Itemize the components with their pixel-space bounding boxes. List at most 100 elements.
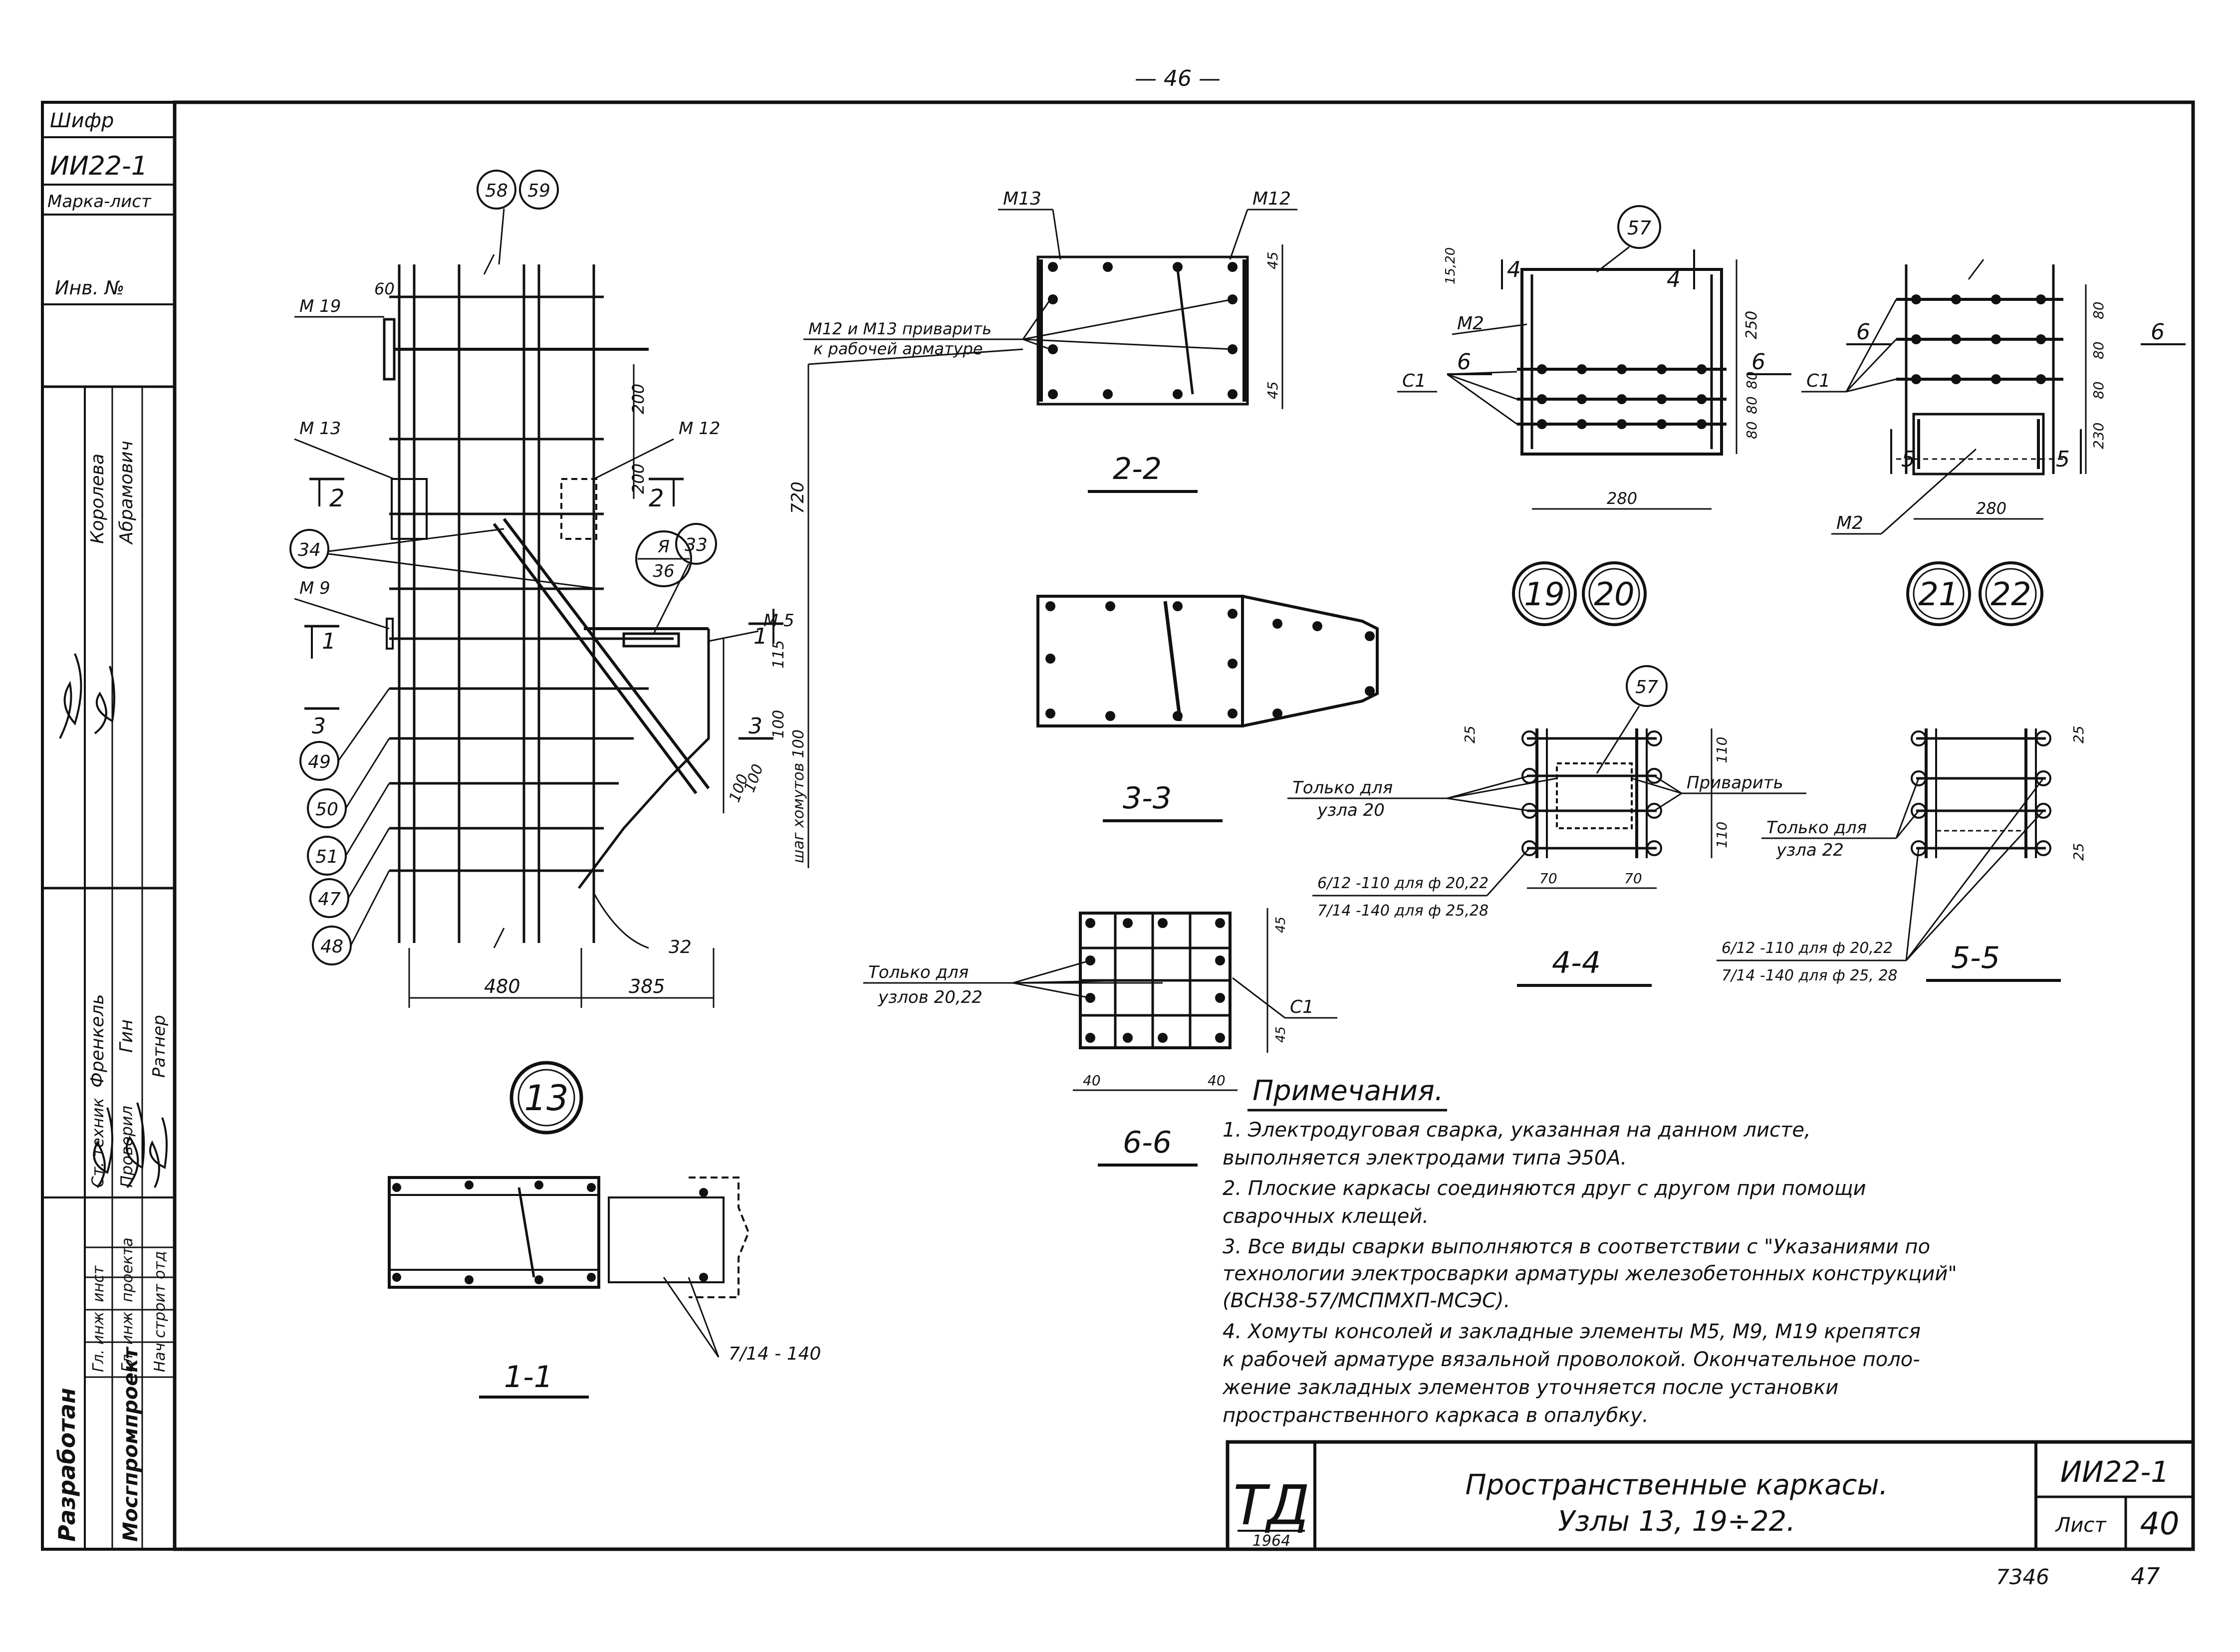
view-ref-top: Я [657, 537, 670, 557]
node-21-circle [1906, 561, 1971, 626]
s44-weld-2: 7/14 -140 для ф 25,28 [1317, 902, 1489, 920]
role-3: Нач строит отд [151, 1251, 169, 1372]
name-ratner: Ратнер [149, 1015, 169, 1078]
s11-title: 1-1 [504, 1360, 553, 1395]
s55-weld-1: 6/12 -110 для ф 20,22 [1722, 940, 1893, 957]
td-logo: ТД [1233, 1473, 1309, 1537]
n2122-dim-230: 230 [2090, 423, 2107, 449]
n13-dim-115: 115 [770, 640, 787, 669]
s44-pos-57: 57 [1635, 677, 1658, 698]
node-22-label: 22 [1991, 576, 2031, 613]
s11-weld: 7/14 - 140 [729, 1344, 821, 1364]
s66-title: 6-6 [1123, 1125, 1172, 1160]
pos-48: 48 [320, 937, 343, 957]
s55-dim-25b: 25 [2070, 843, 2087, 861]
n13-dim-note: шаг хомутов 100 [790, 729, 807, 863]
n13-dim-720: 720 [788, 481, 808, 514]
pos-59: 59 [527, 181, 550, 201]
note-line-3: 2. Плоские каркасы соединяются друг с др… [1223, 1177, 1866, 1200]
section-1-1: 7/14 - 140 1-1 [388, 1176, 821, 1399]
s66-note-only: Только для [868, 962, 969, 982]
s66-el-c1: С1 [1290, 997, 1314, 1017]
signature-1 [59, 653, 82, 739]
pos-50: 50 [315, 799, 338, 820]
signature-4 [125, 1102, 145, 1188]
s44-dim-70a: 70 [1539, 870, 1557, 887]
s22-dim-45a: 45 [1264, 251, 1281, 269]
mark-2-right: 2 [649, 484, 664, 512]
n1920-mark-6a: 6 [1457, 349, 1471, 375]
n2122-dim-80c: 80 [2090, 381, 2107, 399]
s66-dim-40b: 40 [1208, 1072, 1226, 1089]
n1920-mark-6b: 6 [1751, 349, 1765, 375]
sheet-label: Лист [2054, 1514, 2107, 1537]
n13-section-marks: 2 2 1 1 3 3 [304, 477, 783, 740]
notes-heading: Примечания. [1252, 1075, 1444, 1107]
org-developer: Разработан [53, 1388, 80, 1542]
node-19-circle [1512, 561, 1577, 626]
marka-label: Марка-лист [47, 192, 152, 212]
n13-dim-100a: 100 [770, 710, 787, 738]
n13-el-m13: М 13 [299, 419, 341, 439]
n1920-dim-80b: 80 [1743, 396, 1760, 414]
n13-dim-480: 480 [484, 975, 520, 997]
s22-note-2: к рабочей арматуре [813, 339, 983, 358]
note-line-6: технологии электросварки арматуры железо… [1223, 1262, 1957, 1285]
mark-1-left: 1 [322, 629, 336, 654]
n1920-dim-250: 250 [1743, 311, 1760, 339]
s22-el-m13: М13 [1003, 189, 1041, 209]
n13-el-m9: М 9 [299, 578, 330, 598]
s33-title: 3-3 [1123, 781, 1172, 816]
footer-right: 47 [2131, 1563, 2160, 1590]
note-line-4: сварочных клещей. [1223, 1205, 1429, 1228]
n1920-dim-280: 280 [1607, 489, 1637, 508]
signature-3 [93, 1107, 113, 1188]
s55-note-only: Только для [1766, 818, 1867, 838]
footer-left: 7346 [1996, 1565, 2049, 1589]
n1920-el-c1: С1 [1402, 371, 1426, 391]
n13-dim-60: 60 [374, 279, 395, 298]
inv-label: Инв. № [55, 277, 124, 299]
n2122-el-c1: С1 [1806, 371, 1830, 391]
node-20-label: 20 [1594, 576, 1634, 613]
name-abramovich: Абрамович [116, 441, 137, 545]
mark-3-left: 3 [312, 713, 326, 739]
note-line-2: выполняется электродами типа Э50А. [1223, 1147, 1627, 1170]
signature-2 [94, 666, 115, 734]
td-year: 1964 [1252, 1532, 1290, 1550]
note-line-11: пространственного каркаса в опалубку. [1223, 1404, 1649, 1427]
n1920-dim-80a: 80 [1743, 371, 1760, 389]
n2122-dim-80a: 80 [2090, 301, 2107, 319]
mark-2-left: 2 [329, 484, 345, 512]
n2122-mark-5a: 5 [1901, 447, 1915, 472]
node-13-drawing: 60 200 200 720 шаг хомутов 100 115 100 1… [289, 170, 809, 1135]
section-4-4: 57 Только для узла 20 Приварить 6/12 -11… [1287, 665, 1806, 987]
note-line-9: к рабочей арматуре вязальной проволокой.… [1223, 1348, 1920, 1371]
signature-5 [149, 1117, 168, 1188]
node-22-circle [1979, 561, 2043, 626]
node-13-circle [509, 1061, 583, 1135]
s44-dim-25: 25 [1462, 725, 1478, 743]
name-frenkel: Френкель [87, 994, 108, 1088]
s22-note-1: М12 и М13 приварить [808, 319, 992, 338]
n13-el-m5: М 5 [763, 611, 794, 631]
notes: Примечания. 1. Электродуговая сварка, ук… [1222, 1075, 1957, 1427]
s66-dim-40a: 40 [1083, 1072, 1101, 1089]
pos-47: 47 [318, 889, 341, 910]
s66-dim-45b: 45 [1273, 1026, 1288, 1043]
section-3-3: 3-3 [1036, 595, 1379, 822]
view-ref-circle [635, 530, 692, 587]
page-number: — 46 — [1135, 66, 1221, 91]
shifr-label: Шифр [50, 109, 114, 132]
n2122-dim-280: 280 [1976, 499, 2006, 518]
n2122-mark-5b: 5 [2056, 447, 2070, 472]
org-institute: Мосгпромпроект [119, 1346, 142, 1542]
s22-dim-45b: 45 [1264, 381, 1281, 399]
n2122-mark-6b: 6 [2151, 319, 2165, 345]
node-19-label: 19 [1524, 576, 1564, 613]
n13-dim-100c: 100 [741, 762, 767, 795]
n13-positions: 58 59 34 33 49 50 51 47 48 [289, 170, 717, 965]
section-5-5: Только для узла 22 6/12 -110 для ф 20,22… [1717, 725, 2087, 984]
s22-el-m12: М12 [1252, 189, 1291, 209]
